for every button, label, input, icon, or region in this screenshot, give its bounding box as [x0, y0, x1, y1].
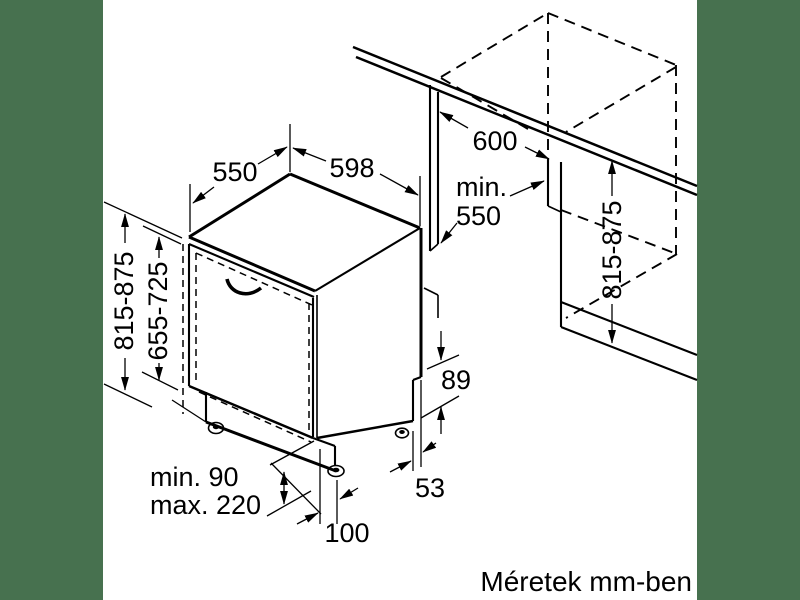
dim-appliance-depth: 550 [189, 124, 291, 232]
door-handle [225, 278, 263, 296]
label-appliance-width: 598 [329, 153, 374, 183]
dim-plinth-height: min. 90 max. 220 [150, 440, 322, 520]
dishwasher-top-face [188, 172, 421, 293]
dim-rear-base-height: 89 [420, 331, 471, 434]
dim-front-foot-setback: 100 [296, 449, 370, 548]
dishwasher-base [171, 391, 345, 478]
label-height-right: 815-875 [597, 200, 627, 299]
dim-worktop-depth: 600 [439, 111, 550, 160]
label-front-foot-setback: 100 [324, 518, 369, 548]
label-worktop-depth: 600 [472, 126, 517, 156]
dim-niche-depth: min. 550 [440, 172, 545, 244]
dim-appliance-width: 598 [292, 147, 421, 226]
label-plinth-max: max. 220 [150, 490, 261, 520]
label-niche-depth-line1: min. [456, 172, 507, 202]
dim-height-left: 815-875 [103, 201, 183, 408]
label-appliance-depth: 550 [212, 157, 257, 187]
label-door-height: 655-725 [143, 261, 173, 360]
right-matte-bar [697, 0, 800, 600]
worktop [352, 45, 698, 197]
cabinet-panel-right [546, 158, 698, 381]
label-rear-base-height: 89 [441, 365, 471, 395]
niche-dashed-box [440, 12, 678, 319]
dishwasher-door [187, 243, 318, 440]
label-plinth-min: min. 90 [150, 462, 239, 492]
dim-rear-foot-setback: 53 [389, 380, 445, 503]
cabinet-panel-left [423, 85, 440, 318]
dim-door-height: 655-725 [141, 225, 182, 391]
dim-height-right: 815-875 [597, 160, 627, 344]
caption-units: Méretek mm-ben [480, 566, 692, 597]
label-niche-depth-line2: 550 [456, 201, 501, 231]
dishwasher-side-panel [316, 228, 423, 440]
label-rear-foot-setback: 53 [415, 473, 445, 503]
left-matte-bar [0, 0, 103, 600]
label-height-left: 815-875 [109, 251, 139, 350]
